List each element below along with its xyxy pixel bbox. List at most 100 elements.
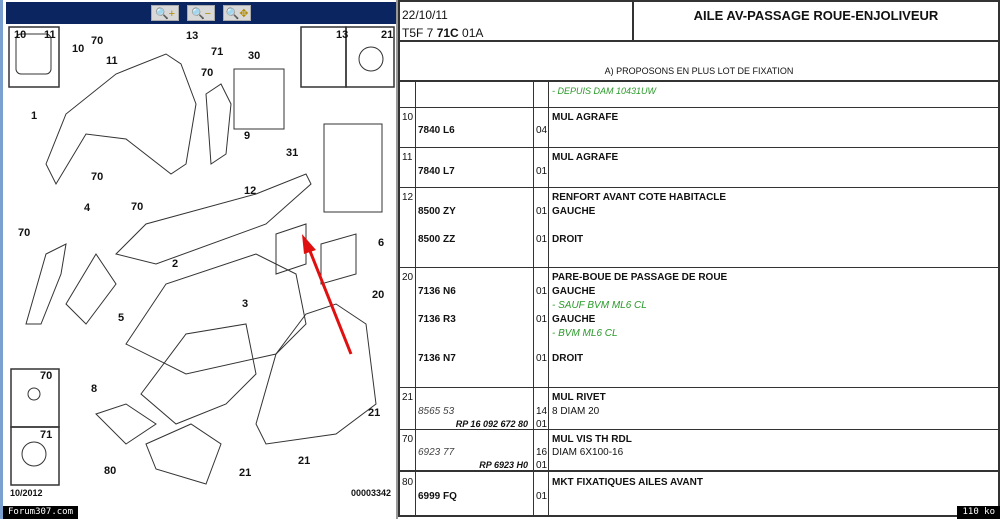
callout-label: 31 <box>286 147 298 159</box>
ref-prefix: T5F 7 <box>402 26 437 40</box>
row-num: 11 <box>402 152 413 163</box>
zoom-pan-icon: 🔍✥ <box>225 7 249 20</box>
row-ref: 8500 ZY <box>418 206 456 217</box>
row-desc: MUL VIS TH RDL <box>552 434 632 445</box>
callout-label: 11 <box>106 55 118 67</box>
header-note: A) PROPOSONS EN PLUS LOT DE FIXATION <box>604 66 794 76</box>
header-ref: T5F 7 71C 01A <box>402 26 483 40</box>
row-rp-ref: RP 16 092 672 80 <box>455 419 528 429</box>
row-num: 80 <box>402 477 414 488</box>
callout-label: 71 <box>40 429 52 441</box>
ref-suffix: 01A <box>458 26 484 40</box>
row-desc: PARE-BOUE DE PASSAGE DE ROUE <box>552 272 728 283</box>
row-num: 12 <box>402 192 414 203</box>
row-ref: 6999 FQ <box>418 491 457 502</box>
parts-table: 22/10/11 T5F 7 71C 01A AILE AV-PASSAGE R… <box>398 0 1000 519</box>
row-desc: DROIT <box>552 234 584 245</box>
row-num: 20 <box>402 272 414 283</box>
footer-site: Forum307.com <box>3 506 79 519</box>
row-note: - BVM ML6 CL <box>552 328 618 339</box>
callout-label: 12 <box>244 185 256 197</box>
row-ref: 8500 ZZ <box>418 234 456 245</box>
row-desc: MUL RIVET <box>552 392 606 403</box>
red-arrow <box>306 245 353 355</box>
row-desc: GAUCHE <box>552 314 596 325</box>
callout-label: 4 <box>84 202 91 214</box>
callout-label: 80 <box>104 465 116 477</box>
callout-label: 13 <box>336 29 348 41</box>
callout-label: 3 <box>242 298 248 310</box>
diagram-code: 00003342 <box>351 488 391 498</box>
row-ref: 7136 N6 <box>418 286 456 297</box>
row-desc: GAUCHE <box>552 206 596 217</box>
zoom-in-icon: 🔍+ <box>154 7 176 20</box>
row-qty: 01 <box>536 286 548 297</box>
exploded-parts-diagram[interactable]: 10 11 10 70 13 11 71 70 30 1 13 21 9 31 … <box>6 24 398 504</box>
row-qty: 01 <box>536 314 548 325</box>
row-ref: 7136 R3 <box>418 314 456 325</box>
callout-label: 8 <box>91 383 97 395</box>
row-num: 10 <box>402 112 414 123</box>
callout-label: 13 <box>186 30 198 42</box>
row-qty: 01 <box>536 206 548 217</box>
callout-label: 1 <box>31 110 37 122</box>
ref-bold: 71C <box>436 26 459 40</box>
callout-label: 21 <box>298 455 310 467</box>
row-qty: 01 <box>536 460 548 471</box>
diagram-date: 10/2012 <box>10 488 43 498</box>
zoom-out-icon: 🔍− <box>190 7 212 20</box>
row-qty: 04 <box>536 125 548 136</box>
callout-label: 70 <box>40 370 52 382</box>
page-title: AILE AV-PASSAGE ROUE-ENJOLIVEUR <box>693 8 939 23</box>
footer-size: 110 ko <box>957 506 1000 519</box>
row-qty: 01 <box>536 353 548 364</box>
diagram-panel: 🔍+ 🔍− 🔍✥ 10 11 10 70 13 11 71 70 30 1 13… <box>0 0 398 519</box>
callout-label: 9 <box>244 130 250 142</box>
header-date: 22/10/11 <box>402 8 448 22</box>
row-num: 21 <box>402 392 414 403</box>
row-qty: 01 <box>536 419 548 430</box>
callout-label: 20 <box>372 289 384 301</box>
row-ref: 7840 L6 <box>418 125 455 136</box>
callout-label: 21 <box>239 467 251 479</box>
row-qty: 01 <box>536 166 548 177</box>
callout-label: 5 <box>118 312 124 324</box>
row-note: - SAUF BVM ML6 CL <box>552 300 647 311</box>
row-qty: 01 <box>536 234 548 245</box>
callout-label: 21 <box>368 407 380 419</box>
callout-label: 11 <box>44 29 56 41</box>
zoom-out-button[interactable]: 🔍− <box>187 5 215 21</box>
callout-label: 6 <box>378 237 384 249</box>
row-desc: GAUCHE <box>552 286 596 297</box>
header-ref-box: 22/10/11 T5F 7 71C 01A <box>398 0 634 42</box>
row-note: - DEPUIS DAM 10431UW <box>552 86 657 96</box>
row-ref: 8565 53 <box>418 406 455 417</box>
row-desc: RENFORT AVANT COTE HABITACLE <box>552 192 727 203</box>
callout-label: 70 <box>91 35 103 47</box>
row-qty: 14 <box>536 406 548 417</box>
row-qty: 01 <box>536 491 548 502</box>
callout-label: 30 <box>248 50 260 62</box>
row-num: 70 <box>402 434 414 445</box>
row-ref: 7840 L7 <box>418 166 455 177</box>
callout-label: 71 <box>211 46 223 58</box>
callout-label: 2 <box>172 258 178 270</box>
callout-label: 21 <box>381 29 393 41</box>
callout-label: 10 <box>72 43 84 55</box>
callout-label: 10 <box>14 29 26 41</box>
row-qty: 16 <box>536 447 548 458</box>
zoom-toolbar: 🔍+ 🔍− 🔍✥ <box>6 2 396 24</box>
callout-label: 70 <box>91 171 103 183</box>
row-desc: MKT FIXATIQUES AILES AVANT <box>552 477 703 488</box>
zoom-pan-button[interactable]: 🔍✥ <box>223 5 251 21</box>
header-note-box: A) PROPOSONS EN PLUS LOT DE FIXATION <box>398 40 1000 82</box>
callout-label: 70 <box>18 227 30 239</box>
row-desc: MUL AGRAFE <box>552 152 619 163</box>
row-rp-ref: RP 6923 H0 <box>479 460 528 470</box>
row-desc: DROIT <box>552 353 584 364</box>
callout-label: 70 <box>131 201 143 213</box>
row-desc: MUL AGRAFE <box>552 112 619 123</box>
header-title-box: AILE AV-PASSAGE ROUE-ENJOLIVEUR <box>632 0 1000 42</box>
callout-label: 70 <box>201 67 213 79</box>
zoom-in-button[interactable]: 🔍+ <box>151 5 179 21</box>
